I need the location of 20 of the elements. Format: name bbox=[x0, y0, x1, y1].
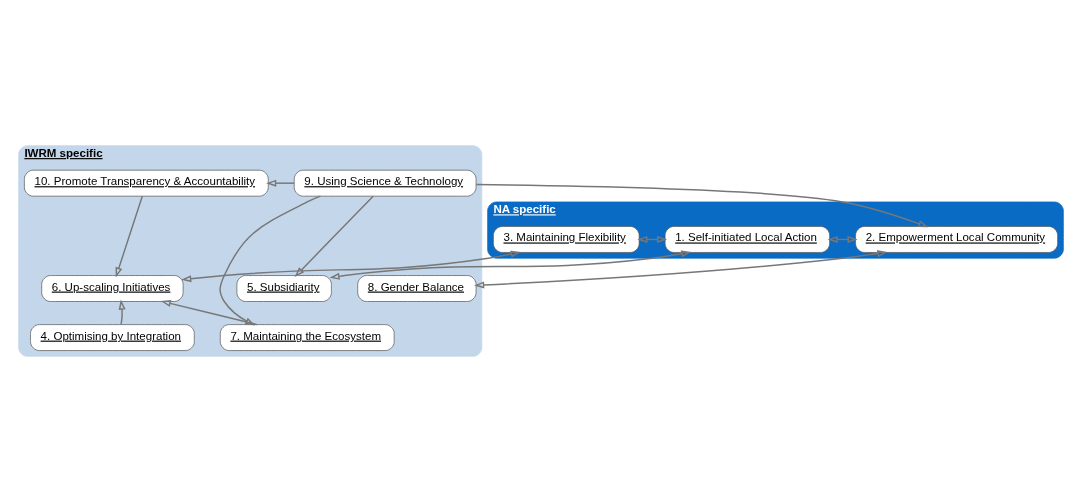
arrow bbox=[329, 249, 692, 280]
arrow bbox=[474, 249, 888, 288]
node-box: 5. Subsidiarity bbox=[236, 274, 332, 302]
node-box: 10. Promote Transparency & Accountability bbox=[24, 169, 269, 196]
arrow bbox=[294, 195, 374, 277]
node-box: 8. Gender Balance bbox=[357, 274, 477, 302]
node-box: 9. Using Science & Technology bbox=[293, 169, 477, 196]
node-box: 7. Maintaining the Ecosystem bbox=[219, 323, 395, 351]
arrow bbox=[115, 195, 143, 278]
arrow bbox=[219, 194, 322, 325]
node-box: 6. Up-scaling Initiatives bbox=[41, 274, 184, 302]
node-box: 2. Empowerment Local Community bbox=[855, 225, 1058, 253]
arrow bbox=[118, 299, 126, 325]
node-box: 3. Maintaining Flexibility bbox=[493, 225, 640, 253]
node-box: 1. Self-initiated Local Action bbox=[664, 225, 830, 253]
arrow bbox=[266, 179, 295, 187]
arrow bbox=[181, 250, 521, 282]
node-box: 4. Optimising by Integration bbox=[30, 323, 195, 351]
arrow bbox=[160, 299, 258, 325]
arrow bbox=[475, 183, 929, 227]
